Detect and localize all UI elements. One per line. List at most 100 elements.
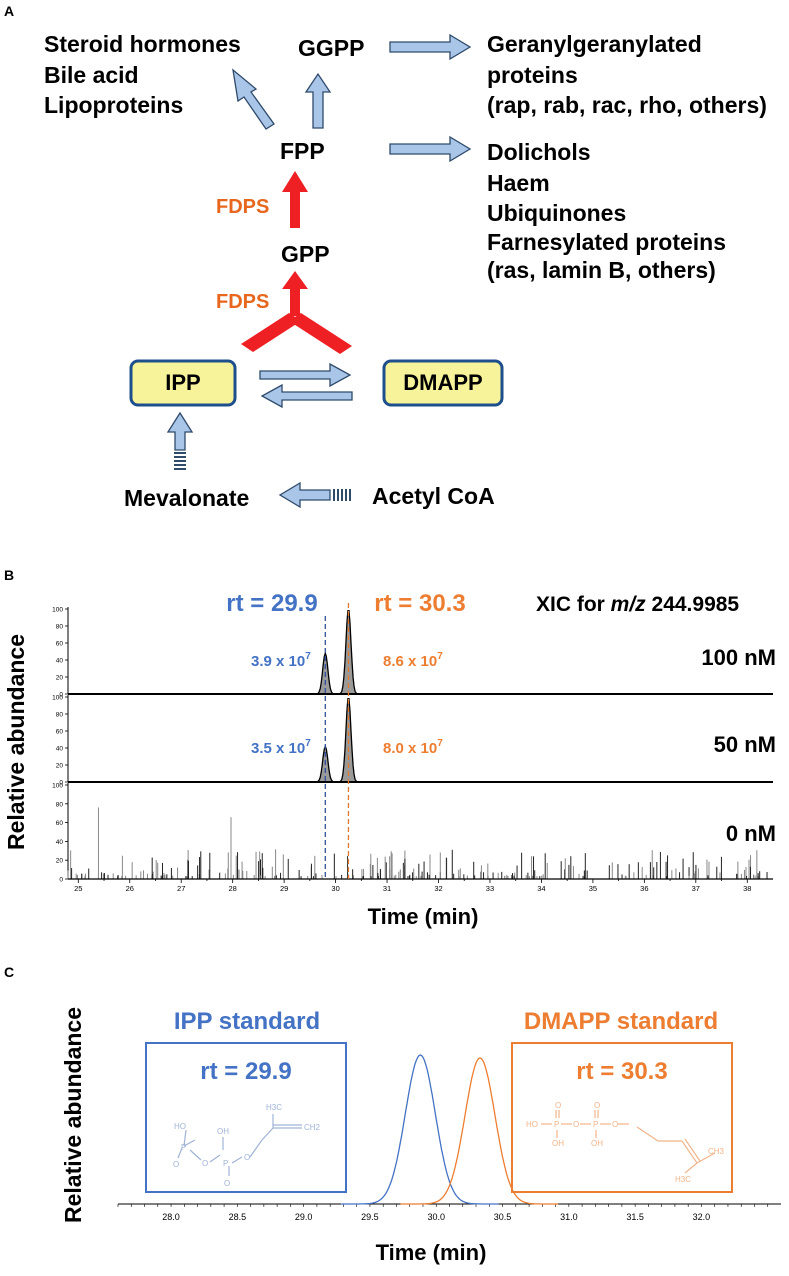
fdps-lower-label: FDPS [216,291,269,313]
svg-text:O: O [573,1120,579,1129]
ipp-standard-title: IPP standard [174,1008,320,1035]
c-x-tick-label: 28.0 [162,1212,180,1222]
red-fork-right [289,313,352,354]
acetyl-coa-label: Acetyl CoA [372,483,495,509]
fpp-product-line-4: Farnesylated proteins [487,229,726,255]
svg-text:O: O [202,1159,208,1168]
red-arrow-gpp-to-fpp [282,171,308,228]
x-tick-label: 37 [692,884,700,893]
dmapp-standard-title: DMAPP standard [524,1008,718,1035]
peak-area-50nM [68,698,413,783]
svg-text:H3C: H3C [675,1175,691,1184]
c-x-tick-label: 31.0 [560,1212,578,1222]
y-tick-label: 80 [56,712,64,719]
c-x-tick-label: 32.0 [693,1212,711,1222]
ipp-structure-labels: HO OH P O O P O O H3C CH2 [173,1103,321,1188]
standard-peak-1 [400,1057,559,1205]
arrow-fpp-to-ggpp [304,72,332,129]
svg-text:O: O [612,1120,618,1129]
c-x-tick-label: 30.0 [427,1212,445,1222]
y-tick-label: 100 [52,783,63,790]
arrow-ggpp-to-products [389,33,472,61]
fpp-label: FPP [280,138,325,164]
ipp-structure [177,1114,302,1176]
x-tick-label: 30 [331,884,339,893]
c-x-tick-label: 29.5 [361,1212,379,1222]
ipp-rt-label: rt = 29.9 [200,1058,291,1085]
x-tick-label: 25 [74,884,82,893]
dmapp-structure [541,1110,716,1174]
svg-text:P: P [223,1159,228,1168]
y-tick-label: 60 [56,641,64,648]
panel-a-label: A [4,3,14,19]
svg-text:HO: HO [526,1120,538,1129]
y-tick-label: 0 [59,692,63,699]
svg-text:P: P [593,1120,598,1129]
y-tick-label: 20 [56,675,64,682]
panel-c-label: C [4,964,14,980]
bile-acid-label: Bile acid [44,62,139,88]
fpp-product-line-2: Haem [487,170,550,196]
arrow-ipp-to-dmapp [259,362,352,388]
panel-b: B Relative abundance rt = 29.9 rt = 30.3… [3,567,776,929]
x-tick-label: 26 [126,884,134,893]
c-x-tick-label: 31.5 [626,1212,644,1222]
xic-label: XIC for m/z 244.9985 [536,593,739,616]
ipp-box [129,359,237,407]
y-tick-label: 20 [56,858,64,865]
ipp-box-label: IPP [165,370,200,395]
standard-peak-0 [340,1054,499,1205]
svg-text:O: O [594,1101,600,1110]
lipoproteins-label: Lipoproteins [44,92,183,118]
svg-text:O: O [173,1160,179,1169]
y-tick-label: 20 [56,763,64,770]
panel-b-ylabel: Relative abundance [3,634,29,850]
ipp-structure-box [145,1042,347,1193]
dmapp-box-label: DMAPP [403,370,482,395]
svg-text:O: O [244,1153,250,1162]
x-tick-label: 32 [434,884,442,893]
panel-c-ylabel: Relative abundance [60,1007,86,1223]
ggpp-product-line-1: Geranylgeranylated [487,31,702,57]
svg-text:OH: OH [217,1127,229,1136]
svg-text:HO: HO [174,1122,186,1131]
trace-label-100nm: 100 nM [701,645,776,670]
panel-c-xlabel: Time (min) [376,1240,487,1265]
mevalonate-label: Mevalonate [124,485,249,511]
peak-area-100nM [68,610,413,695]
y-tick-label: 0 [59,877,63,884]
area-dmapp-100nm: 8.6 x 107 [383,651,443,670]
x-tick-label: 38 [743,884,751,893]
x-tick-label: 36 [640,884,648,893]
dmapp-structure-labels: HO P O P O OH OH O O H3C CH3 [526,1101,725,1184]
area-ipp-100nm: 3.9 x 107 [251,651,311,670]
svg-text:P: P [181,1143,186,1152]
svg-text:CH2: CH2 [304,1123,321,1132]
dmapp-structure-box [511,1042,733,1193]
svg-text:OH: OH [552,1139,564,1148]
ggpp-product-line-3: (rap, rab, rac, rho, others) [487,92,767,118]
x-tick-label: 29 [280,884,288,893]
rt-left-label: rt = 29.9 [226,590,317,617]
area-ipp-50nm: 3.5 x 107 [251,738,311,757]
arrow-fpp-to-products [389,135,472,163]
fpp-product-line-1: Dolichols [487,139,591,165]
panel-a: A Steroid hormones Bile acid Lipoprotein… [4,3,767,511]
x-tick-label: 34 [537,884,545,893]
red-fork-left [241,313,301,352]
trace-label-50nm: 50 nM [714,732,776,757]
y-tick-label: 60 [56,729,64,736]
svg-text:O: O [224,1179,230,1188]
fpp-product-line-3: Ubiquinones [487,200,626,226]
y-tick-label: 80 [56,801,64,808]
arrow-fpp-to-steroids [232,68,275,130]
rt-right-label: rt = 30.3 [374,590,465,617]
panel-c: C Relative abundance IPP standard DMAPP … [4,964,781,1265]
c-x-tick-label: 29.0 [295,1212,313,1222]
ggpp-label: GGPP [298,35,364,61]
gpp-label: GPP [281,241,330,267]
y-tick-label: 80 [56,624,64,631]
